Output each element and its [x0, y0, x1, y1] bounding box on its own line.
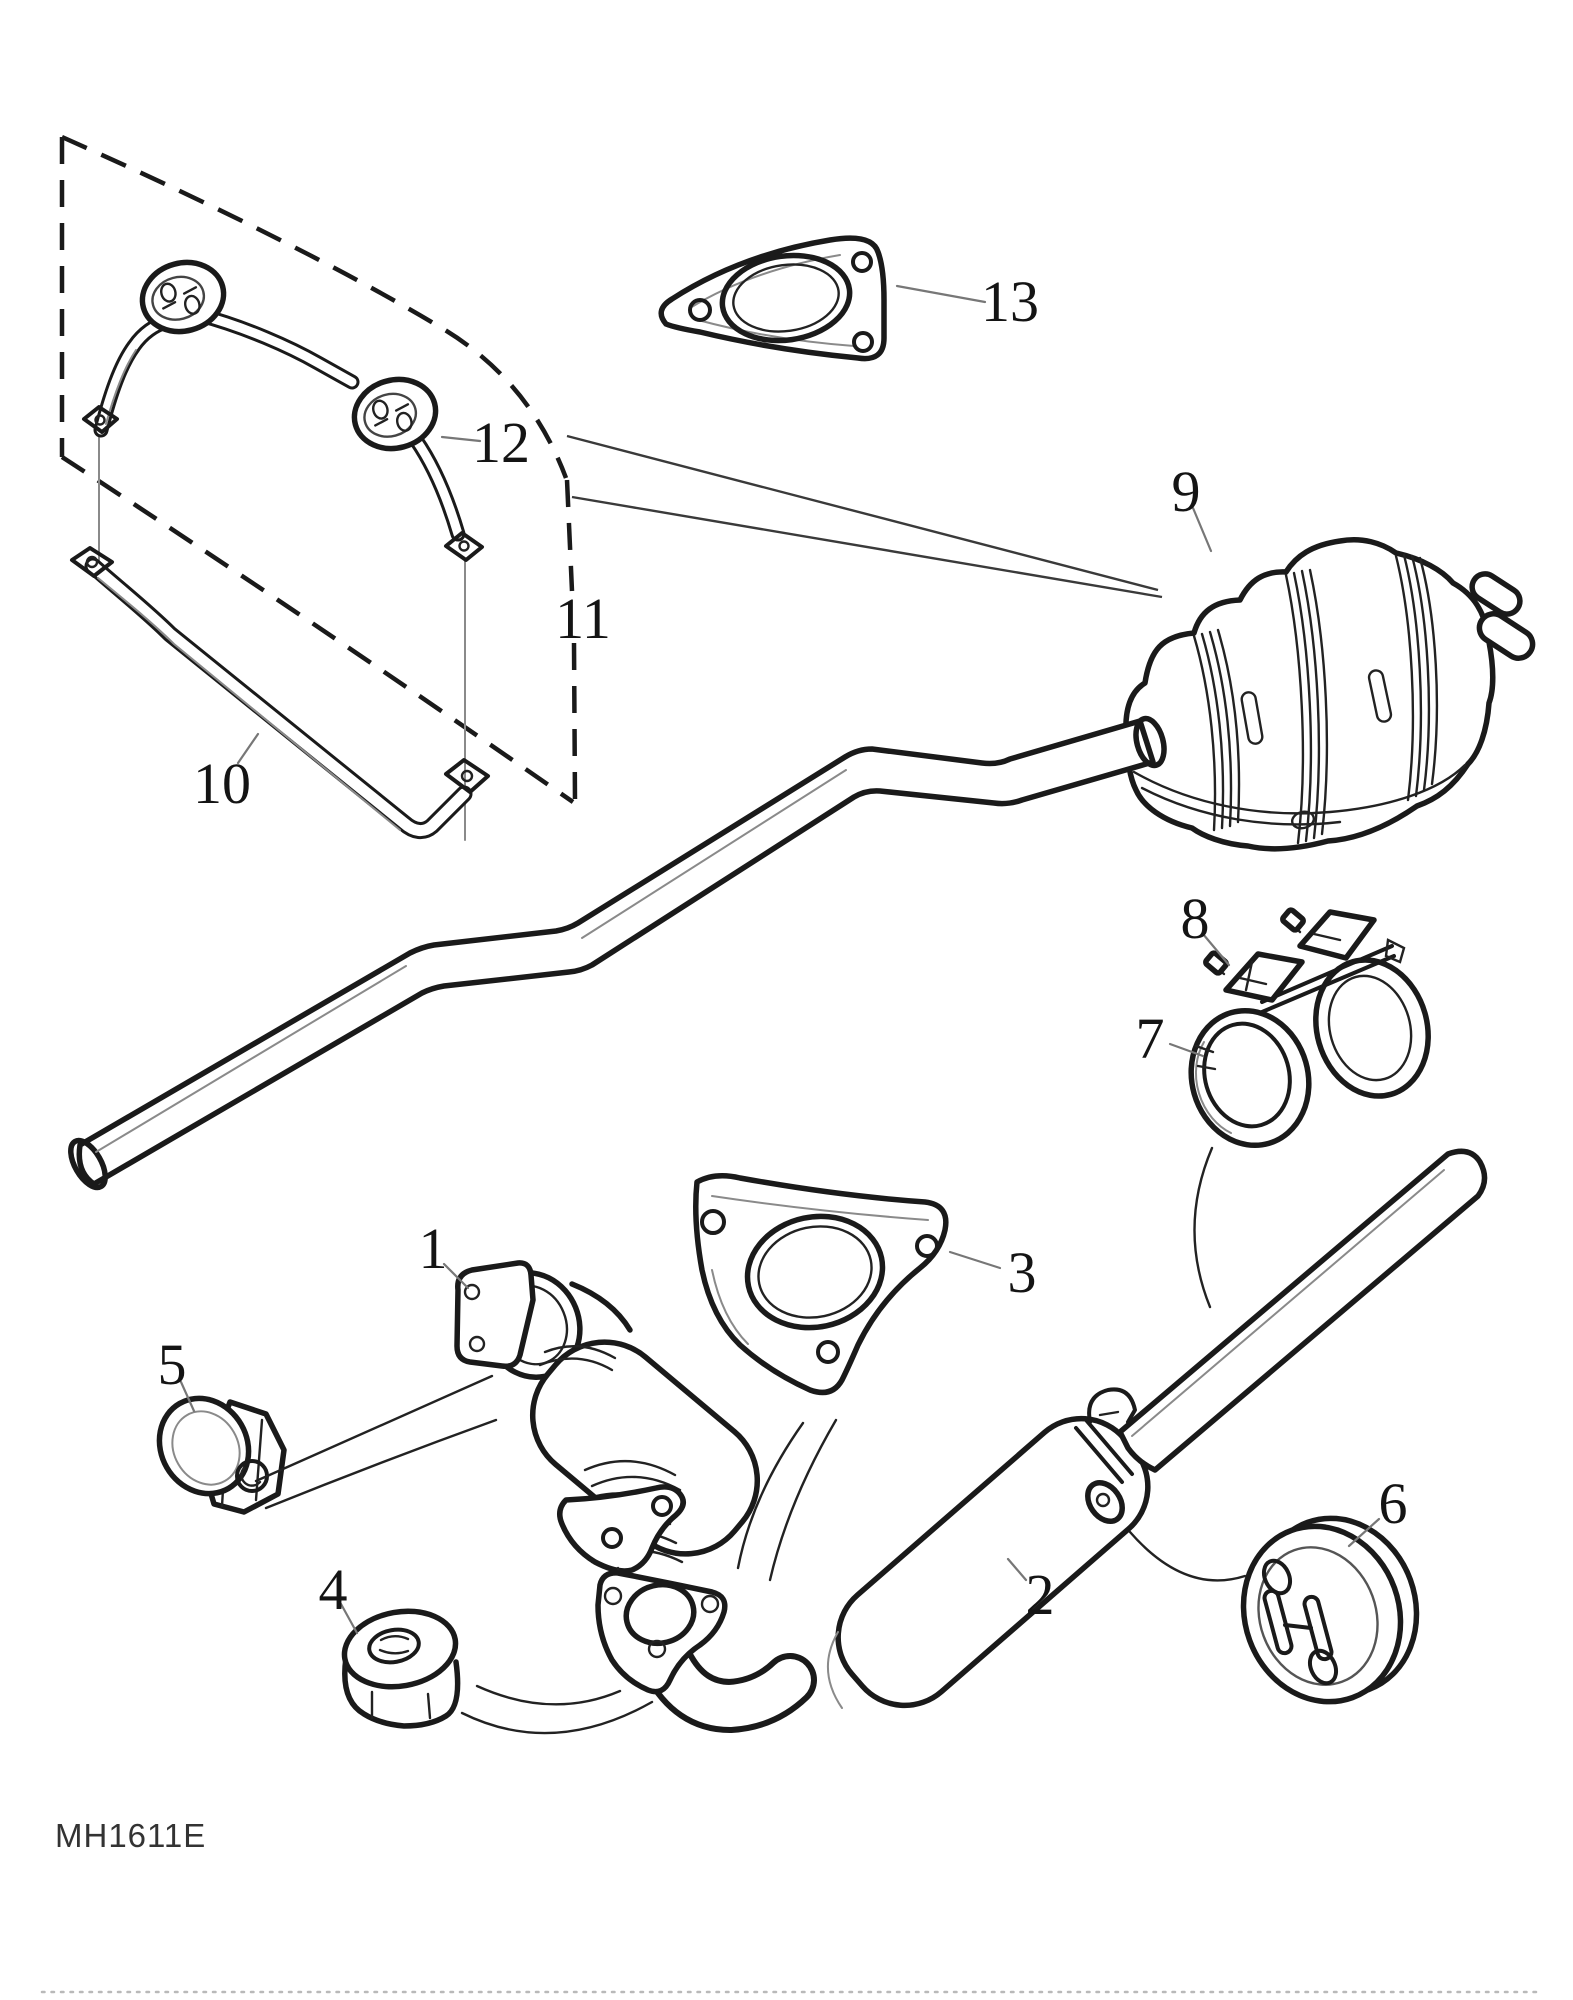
leader-5 — [179, 1380, 196, 1413]
muffler-outlet-stubs — [1469, 571, 1536, 661]
part-label-13: 13 — [981, 269, 1039, 334]
leader-9 — [1191, 506, 1213, 553]
rubber-grommet — [341, 1608, 461, 1729]
rubber-mount-right — [351, 376, 439, 452]
part-label-11: 11 — [555, 586, 611, 651]
part-label-12: 12 — [472, 410, 530, 475]
part-label-10: 10 — [193, 751, 251, 816]
rubber-hanger-ring — [1240, 1515, 1420, 1705]
leader-6 — [1347, 1517, 1381, 1548]
part-label-3: 3 — [1008, 1240, 1037, 1305]
rubber-mount-left — [139, 259, 227, 335]
part-label-5: 5 — [158, 1332, 187, 1397]
part-label-8: 8 — [1181, 886, 1210, 951]
leader-3 — [948, 1250, 1002, 1270]
leader-4 — [339, 1602, 359, 1635]
gasket-rear — [658, 235, 887, 362]
callout-labels: 1 2 3 4 5 6 7 8 9 10 11 12 13 — [158, 269, 1408, 1627]
part-label-9: 9 — [1172, 459, 1201, 524]
hanger-pin-tab — [1085, 1480, 1125, 1524]
leader-7 — [1168, 1042, 1205, 1058]
assembly-sweep-curves — [254, 1146, 1247, 1735]
lower-hanger-bar — [70, 546, 490, 839]
clamp-bolt-head-front — [1203, 950, 1229, 976]
catalytic-converter — [454, 1260, 761, 1596]
clamp-bolt-head-rear — [1280, 907, 1306, 933]
leader-8 — [1201, 932, 1231, 967]
alignment-lines — [98, 433, 466, 841]
leader-13 — [895, 284, 987, 304]
part-label-6: 6 — [1379, 1471, 1408, 1536]
leader-lines — [179, 284, 1381, 1635]
front-exhaust-pipe — [68, 715, 1167, 1191]
part-label-7: 7 — [1136, 1006, 1165, 1071]
rear-muffler — [1123, 537, 1536, 852]
part-label-4: 4 — [319, 1557, 348, 1622]
muffler-rib-band-2 — [1284, 568, 1329, 845]
leader-2 — [1006, 1557, 1028, 1582]
figure-code: MH1611E — [55, 1817, 206, 1854]
muffler-inlet-collar — [1133, 715, 1167, 769]
pipe-open-end — [68, 1137, 108, 1191]
dashed-plane — [59, 134, 578, 804]
plane-to-muffler-lines — [566, 434, 1163, 599]
leader-1 — [442, 1262, 470, 1290]
flange-nut — [156, 1395, 287, 1515]
leader-10 — [236, 732, 260, 765]
intermediate-muffler — [595, 1148, 1488, 1733]
pipe-clamp-assembly — [1188, 907, 1431, 1149]
muffler-rib-band-3 — [1394, 553, 1439, 802]
gasket-front — [693, 1173, 949, 1396]
leader-12 — [440, 435, 482, 443]
part-label-1: 1 — [419, 1216, 448, 1281]
part-label-2: 2 — [1026, 1562, 1055, 1627]
